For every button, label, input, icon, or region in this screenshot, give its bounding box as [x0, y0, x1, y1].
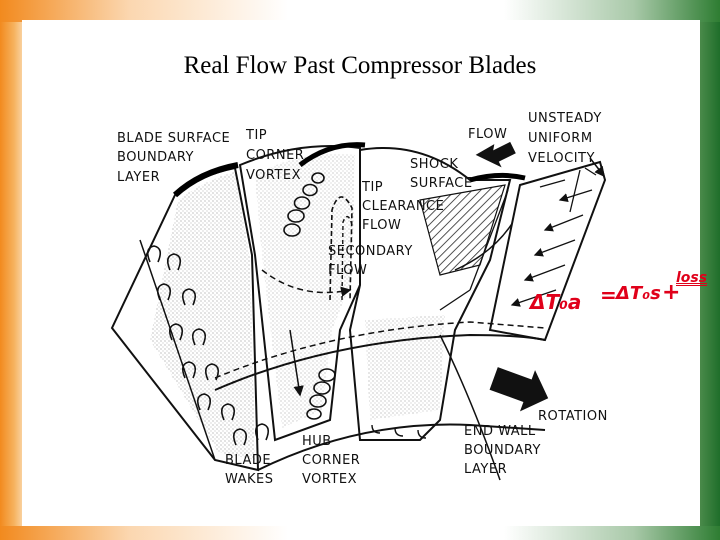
- label-tip-corner-vortex: VORTEX: [246, 168, 302, 183]
- left-blade: [110, 162, 270, 472]
- label-velocity: VELOCITY: [528, 151, 595, 166]
- label-blade-wakes: WAKES: [225, 472, 274, 487]
- top-color-band: [0, 0, 720, 22]
- right-blade: [348, 147, 526, 441]
- bottom-color-band: [0, 526, 720, 540]
- label-blade-surface-layer: LAYER: [117, 170, 161, 185]
- label-tip-corner-tip: TIP: [246, 128, 268, 143]
- annotation-delta-t0s: ΔT₀s: [616, 283, 661, 304]
- label-shock-surface: SURFACE: [410, 176, 473, 191]
- label-secondary-flow: FLOW: [328, 263, 368, 278]
- label-rotation: ROTATION: [538, 409, 608, 424]
- rotation-arrow: [489, 367, 549, 412]
- velocity-profile-region: [488, 157, 607, 342]
- label-tip-corner-corner: CORNER: [246, 148, 305, 163]
- middle-blade: [238, 142, 366, 442]
- label-unsteady: UNSTEADY: [528, 111, 602, 126]
- annotation-delta-t0a: ΔT₀a: [530, 290, 582, 314]
- label-tip-clearance-flow: FLOW: [362, 218, 402, 233]
- label-shock: SHOCK: [410, 157, 459, 172]
- annotation-loss: loss: [676, 270, 708, 286]
- label-uniform: UNIFORM: [528, 131, 593, 146]
- annotation-equals: =: [600, 283, 617, 307]
- label-end-wall-boundary: BOUNDARY: [464, 443, 541, 458]
- label-hub: HUB: [302, 434, 332, 449]
- label-hub-vortex: VORTEX: [302, 472, 358, 487]
- label-end-wall-layer: LAYER: [464, 462, 508, 477]
- flow-arrow: [475, 141, 516, 168]
- label-end-wall: END WALL: [464, 424, 536, 439]
- hub-end-wall: [214, 321, 546, 481]
- label-secondary: SECONDARY: [328, 244, 413, 259]
- label-blade-surface-boundary: BOUNDARY: [117, 150, 194, 165]
- label-tip-clearance: CLEARANCE: [362, 199, 445, 214]
- label-blade-wakes-blade: BLADE: [225, 453, 272, 468]
- slide-title: Real Flow Past Compressor Blades: [183, 52, 537, 79]
- label-tip-clearance-tip: TIP: [362, 180, 384, 195]
- annotation-plus: +: [662, 280, 681, 305]
- label-flow: FLOW: [468, 127, 508, 142]
- label-blade-surface: BLADE SURFACE: [117, 131, 231, 146]
- label-hub-corner: CORNER: [302, 453, 361, 468]
